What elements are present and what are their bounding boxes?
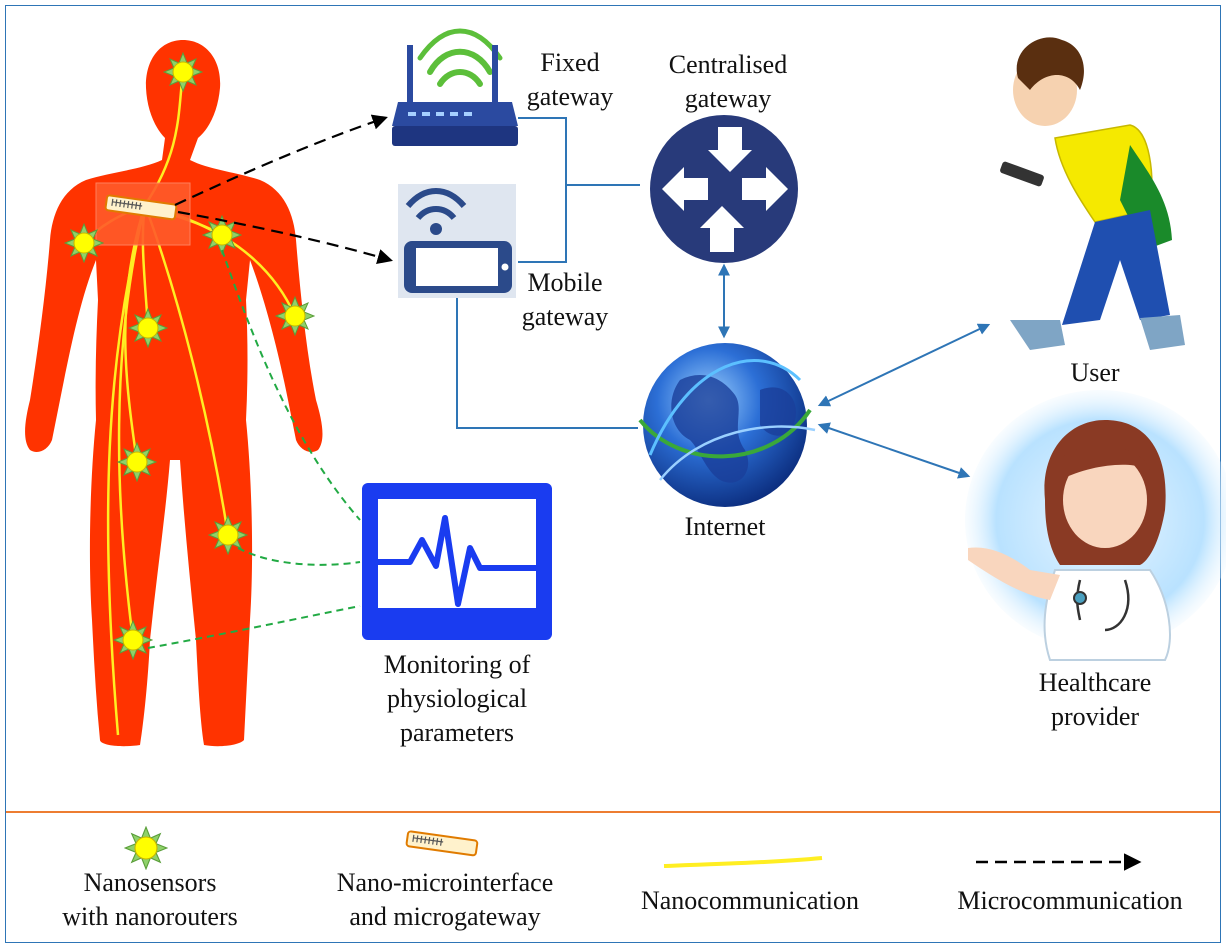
nanosensor-left-shin [113,620,153,660]
nanosensor-head [163,52,203,92]
gateway-connectors [456,117,640,429]
router-icon [392,28,518,146]
nanosensor-abdomen [128,308,168,348]
healthcare-provider-label: Healthcare provider [1038,668,1152,731]
mobile-gateway-icon [398,184,516,298]
centralised-gateway-label: Centralised gateway [668,50,788,113]
nanosensor-left-shoulder [64,223,104,263]
legend-nanocommunication-label: Nanocommunication [640,886,860,915]
user-figure [1000,37,1185,350]
mobile-gateway-label: Mobile gateway [521,268,609,331]
monitor-icon [362,483,552,640]
legend-microcommunication-label: Microcommunication [957,886,1183,915]
legend-nanocommunication-line [663,856,823,868]
legend-interface-label: Nano-microinterface and microgateway [336,868,554,931]
legend-sensor-icon [124,826,168,870]
nanosensor-right-knee [208,515,248,555]
legend-chip-icon [405,830,479,857]
user-label: User [1070,358,1120,387]
internet-globe-icon [638,343,816,507]
nanosensor-left-thigh [117,442,157,482]
internet-links [718,263,991,479]
healthcare-provider-figure [965,390,1226,661]
internet-label: Internet [684,512,766,541]
monitoring-links [147,249,361,649]
centralised-gateway-icon [650,115,798,263]
nanosensor-right-arm [275,296,315,336]
fixed-gateway-label: Fixed gateway [526,48,614,111]
legend-nanosensors-label: Nanosensors with nanorouters [62,868,238,931]
microcommunication-arrows [174,114,393,265]
monitoring-label: Monitoring of physiological parameters [383,650,531,747]
nanosensor-right-chest [202,215,242,255]
